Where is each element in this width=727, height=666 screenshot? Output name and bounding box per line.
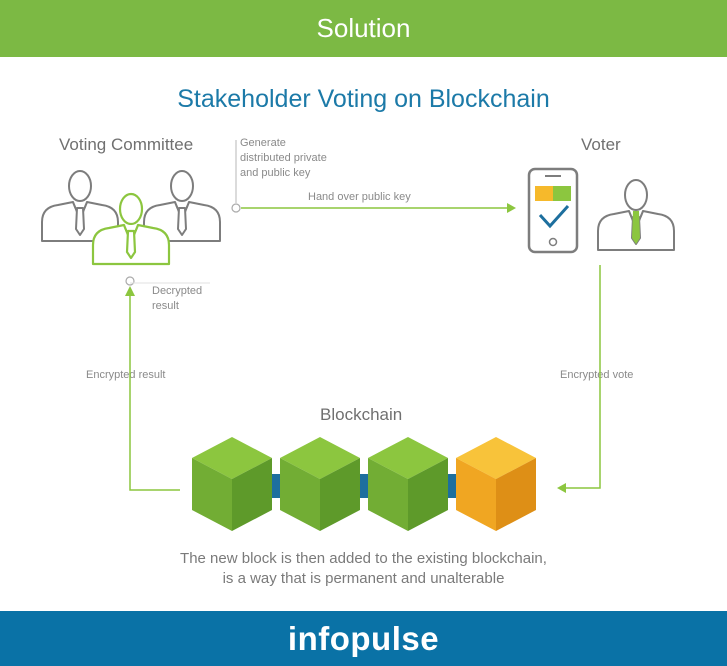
- flow-lines: [129, 140, 601, 491]
- encrypted-vote-label: Encrypted vote: [560, 369, 634, 381]
- handover-start-dot: [231, 203, 241, 213]
- voter-heading: Voter: [581, 135, 621, 154]
- encrypted-result-line: [129, 295, 180, 491]
- decrypted-note-line1: Decrypted: [152, 285, 203, 297]
- handover-key-label: Hand over public key: [308, 191, 411, 203]
- new-block-cube-icon: [456, 437, 536, 531]
- blockchain-caption: The new block is then added to the exist…: [0, 549, 727, 589]
- page-title: Stakeholder Voting on Blockchain: [177, 85, 550, 113]
- cube-left-face: [456, 458, 496, 531]
- decrypted-dot: [125, 276, 135, 286]
- vote-arrowhead: [557, 483, 566, 493]
- blockchain-chain: [192, 437, 536, 531]
- brand-logo: infopulse: [287, 619, 440, 657]
- cube-right-face: [496, 458, 536, 531]
- encrypted-result-label: Encrypted result: [86, 369, 166, 381]
- generate-note-line2: distributed private: [240, 152, 327, 164]
- banner-label: Solution: [316, 13, 411, 43]
- solution-banner: Solution: [0, 0, 727, 57]
- chain-block-cube-icon: [280, 437, 360, 531]
- footer-bar: infopulse: [0, 611, 727, 666]
- handover-arrowhead: [507, 203, 516, 213]
- voting-committee-heading: Voting Committee: [59, 135, 194, 154]
- generate-keys-note: Generate distributed private and public …: [240, 136, 327, 181]
- decrypted-note-line2: result: [152, 300, 179, 312]
- encrypted-vote-line: [566, 265, 601, 489]
- generate-note-line3: and public key: [240, 167, 311, 179]
- cube-right-face: [232, 458, 272, 531]
- cube-right-face: [408, 458, 448, 531]
- chain-block-cube-icon: [192, 437, 272, 531]
- chain-block-cube-icon: [368, 437, 448, 531]
- checkmark-icon: [538, 204, 570, 229]
- caption-line2: is a way that is permanent and unalterab…: [222, 570, 505, 587]
- result-arrowhead: [125, 286, 135, 296]
- decrypted-result-note: Decrypted result: [152, 284, 202, 314]
- phone-icon: [527, 167, 579, 254]
- voter-tie: [632, 211, 640, 244]
- cube-left-face: [280, 458, 320, 531]
- generate-note-line1: Generate: [240, 137, 286, 149]
- caption-line1: The new block is then added to the exist…: [180, 550, 547, 567]
- cube-right-face: [320, 458, 360, 531]
- cube-left-face: [368, 458, 408, 531]
- blockchain-heading: Blockchain: [320, 405, 403, 424]
- cube-left-face: [192, 458, 232, 531]
